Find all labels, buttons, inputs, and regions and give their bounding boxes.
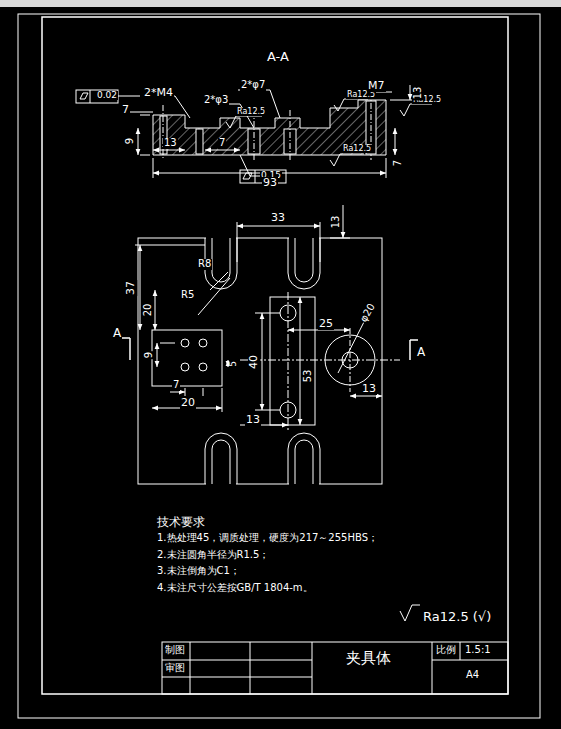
dimension: 9 — [125, 137, 136, 145]
dimension: 7 — [172, 380, 180, 391]
section-mark: A — [112, 327, 122, 340]
note-line: 4.未注尺寸公差按GB/T 1804-m。 — [156, 583, 314, 594]
note-line: 1.热处理45，调质处理，硬度为217～255HBS； — [156, 533, 379, 544]
title-cell: 审图 — [164, 663, 186, 674]
dimension: 53 — [303, 369, 314, 384]
radius-callout: R8 — [197, 259, 212, 270]
part-name: 夹具体 — [345, 651, 392, 667]
dimension: 40 — [248, 354, 260, 370]
dimension: 13 — [163, 138, 178, 149]
roughness-value: Ra12.5 — [346, 91, 376, 99]
dimension: 5 — [229, 360, 238, 368]
note-line: 2.未注圆角半径为R1.5； — [156, 550, 270, 561]
tolerance-value: 0.02 — [96, 91, 118, 100]
dimension: 9 — [144, 351, 155, 359]
dimension: 25 — [318, 318, 334, 330]
dimension: 93 — [262, 177, 278, 189]
radius-callout: R5 — [180, 290, 195, 301]
dimension: 13 — [361, 383, 377, 395]
scale-value: 1.5:1 — [464, 645, 492, 656]
section-title: A-A — [266, 50, 290, 64]
dimension: 37 — [125, 280, 137, 296]
dimension: 33 — [270, 212, 286, 224]
section-mark: A — [416, 346, 426, 359]
dimension: 7 — [121, 104, 130, 116]
hole-callout: 2*φ3 — [203, 95, 229, 106]
diameter-callout: φ20 — [358, 301, 378, 325]
dimension: 7 — [218, 138, 226, 149]
dimension: 20 — [143, 303, 154, 318]
roughness-note: Ra12.5 (√) — [422, 610, 492, 624]
thread-callout: M7 — [367, 80, 386, 92]
dimension: 20 — [180, 397, 196, 409]
dimension: 13 — [331, 215, 342, 230]
title-cell: 比例 — [435, 645, 457, 656]
hole-callout: 2*φ7 — [240, 80, 266, 91]
dimension: 7 — [393, 159, 404, 167]
dimension: 13 — [245, 414, 261, 426]
dimension: 13 — [413, 86, 424, 101]
title-cell: 制图 — [164, 645, 186, 656]
thread-callout: 2*M4 — [143, 87, 174, 99]
notes-heading: 技术要求 — [156, 516, 206, 529]
roughness-value: Ra12.5 — [236, 108, 266, 116]
sheet-size: A4 — [465, 670, 480, 681]
note-line: 3.未注倒角为C1； — [156, 566, 241, 577]
roughness-value: Ra12.5 — [342, 145, 372, 153]
